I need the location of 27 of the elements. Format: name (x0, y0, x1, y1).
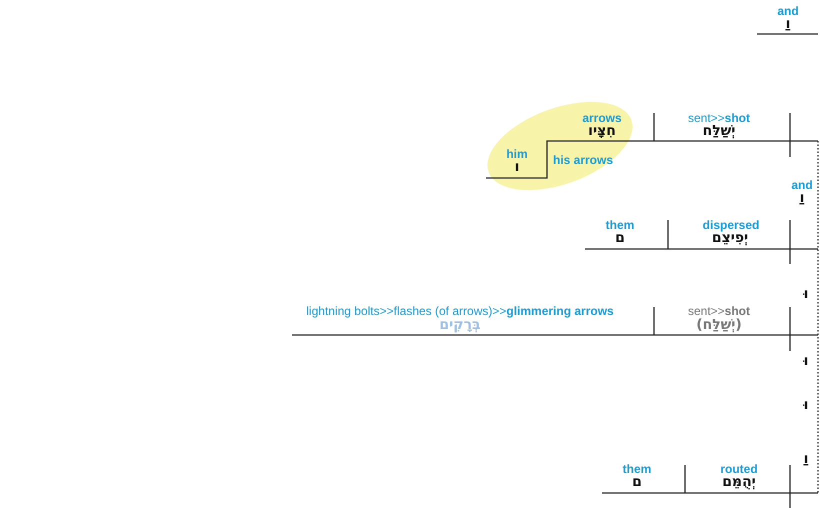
gloss-label: them (606, 218, 634, 232)
gloss-label: sent>>shot (688, 304, 750, 318)
gloss-label: arrows (582, 111, 622, 125)
hebrew-word: ם (632, 474, 642, 490)
gloss-label: and (791, 178, 813, 192)
gloss-label: him (506, 147, 528, 161)
hebrew-word: בְּרָקִים (439, 317, 481, 333)
hebrew-word: (יְשַׁלַּח) (696, 317, 742, 333)
hebrew-word: וּ (804, 397, 808, 413)
gloss-label: sent>>shot (688, 111, 750, 125)
gloss-label: routed (720, 462, 758, 476)
hebrew-word: יְשַׁלַּח (702, 123, 736, 139)
hebrew-word: וַ (786, 16, 790, 32)
hebrew-word: חִצָּיו (588, 123, 616, 139)
hebrew-word: וּ (804, 353, 808, 369)
gloss-label: his arrows (552, 153, 614, 167)
hebrew-word: ו (514, 159, 520, 175)
gloss-label: lightning bolts>>flashes (of arrows)>>glimmering arrows (306, 304, 614, 318)
hebrew-word: יְהֻמֵּם (722, 474, 756, 490)
gloss-label: and (777, 4, 799, 18)
hebrew-word: וַ (800, 190, 804, 206)
hebrew-word: ם (615, 230, 625, 246)
hebrew-word: וּ (804, 286, 808, 302)
hebrew-word: יְפִיצֵם (712, 230, 748, 246)
gloss-label: them (622, 462, 652, 476)
gloss-label: dispersed (702, 218, 760, 232)
hebrew-word: וַ (804, 451, 808, 467)
